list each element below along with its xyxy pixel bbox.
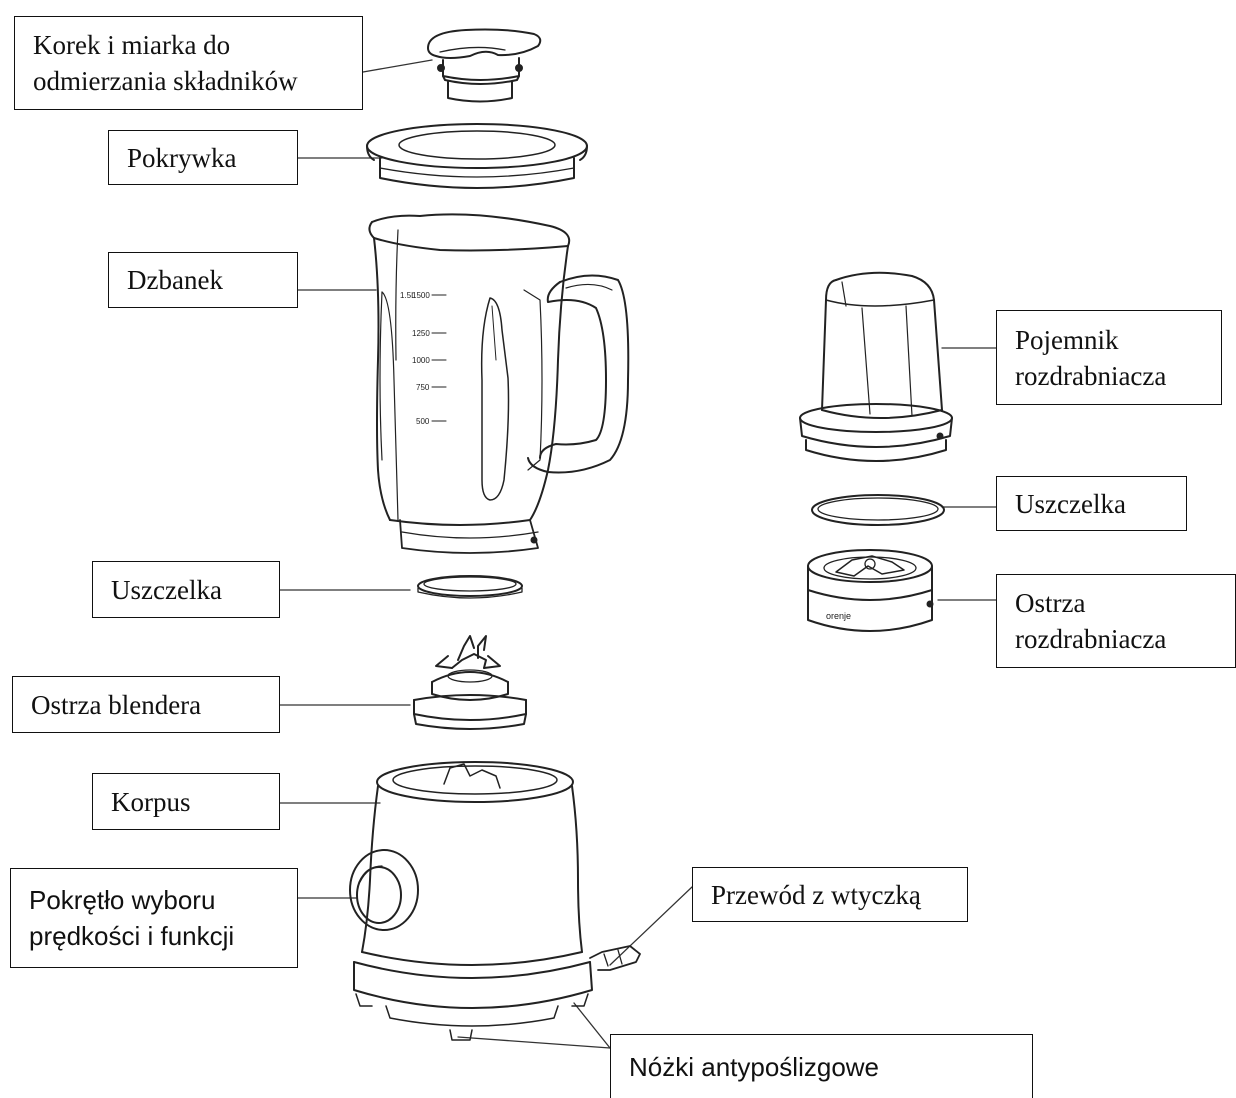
blender-blades — [413, 635, 527, 730]
jug-scale-mark: 1000 — [412, 356, 430, 365]
jug-scale — [431, 294, 447, 422]
jug-scale-mark: 1500 — [412, 291, 430, 300]
label-gasket-jug: Uszczelka — [92, 561, 280, 618]
label-grinder-container: Pojemnik rozdrabniacza — [996, 310, 1222, 405]
label-power-cord: Przewód z wtyczką — [692, 867, 968, 922]
label-blender-blades: Ostrza blendera — [12, 676, 280, 733]
gasket-grinder — [811, 494, 945, 526]
label-gasket-grinder: Uszczelka — [996, 476, 1187, 531]
label-motor-base: Korpus — [92, 773, 280, 830]
jug: 1.5L 1500 1250 1000 750 500 — [368, 213, 630, 554]
jug-scale-mark: 1250 — [412, 329, 430, 338]
leader-lines — [279, 59, 997, 1049]
brand-mark: orenje — [826, 611, 851, 621]
gasket-jug — [417, 575, 523, 599]
label-jug: Dzbanek — [108, 252, 298, 308]
jug-scale-mark: 500 — [416, 417, 430, 426]
motor-base — [349, 761, 641, 1041]
jug-max-mark: 1.5L — [400, 291, 416, 300]
lid — [366, 123, 588, 189]
jug-scale-mark: 750 — [416, 383, 430, 392]
label-cap-measuring-cup: Korek i miarka do odmierzania składników — [14, 16, 363, 110]
label-speed-knob: Pokrętło wyboru prędkości i funkcji — [10, 868, 298, 968]
label-lid: Pokrywka — [108, 130, 298, 185]
grinder-container — [799, 271, 953, 462]
label-anti-slip-feet: Nóżki antypoślizgowe — [610, 1034, 1033, 1098]
label-grinder-blades: Ostrza rozdrabniacza — [996, 574, 1236, 668]
grinder-blades: orenje — [807, 549, 934, 632]
cap-measuring-cup — [427, 28, 542, 103]
